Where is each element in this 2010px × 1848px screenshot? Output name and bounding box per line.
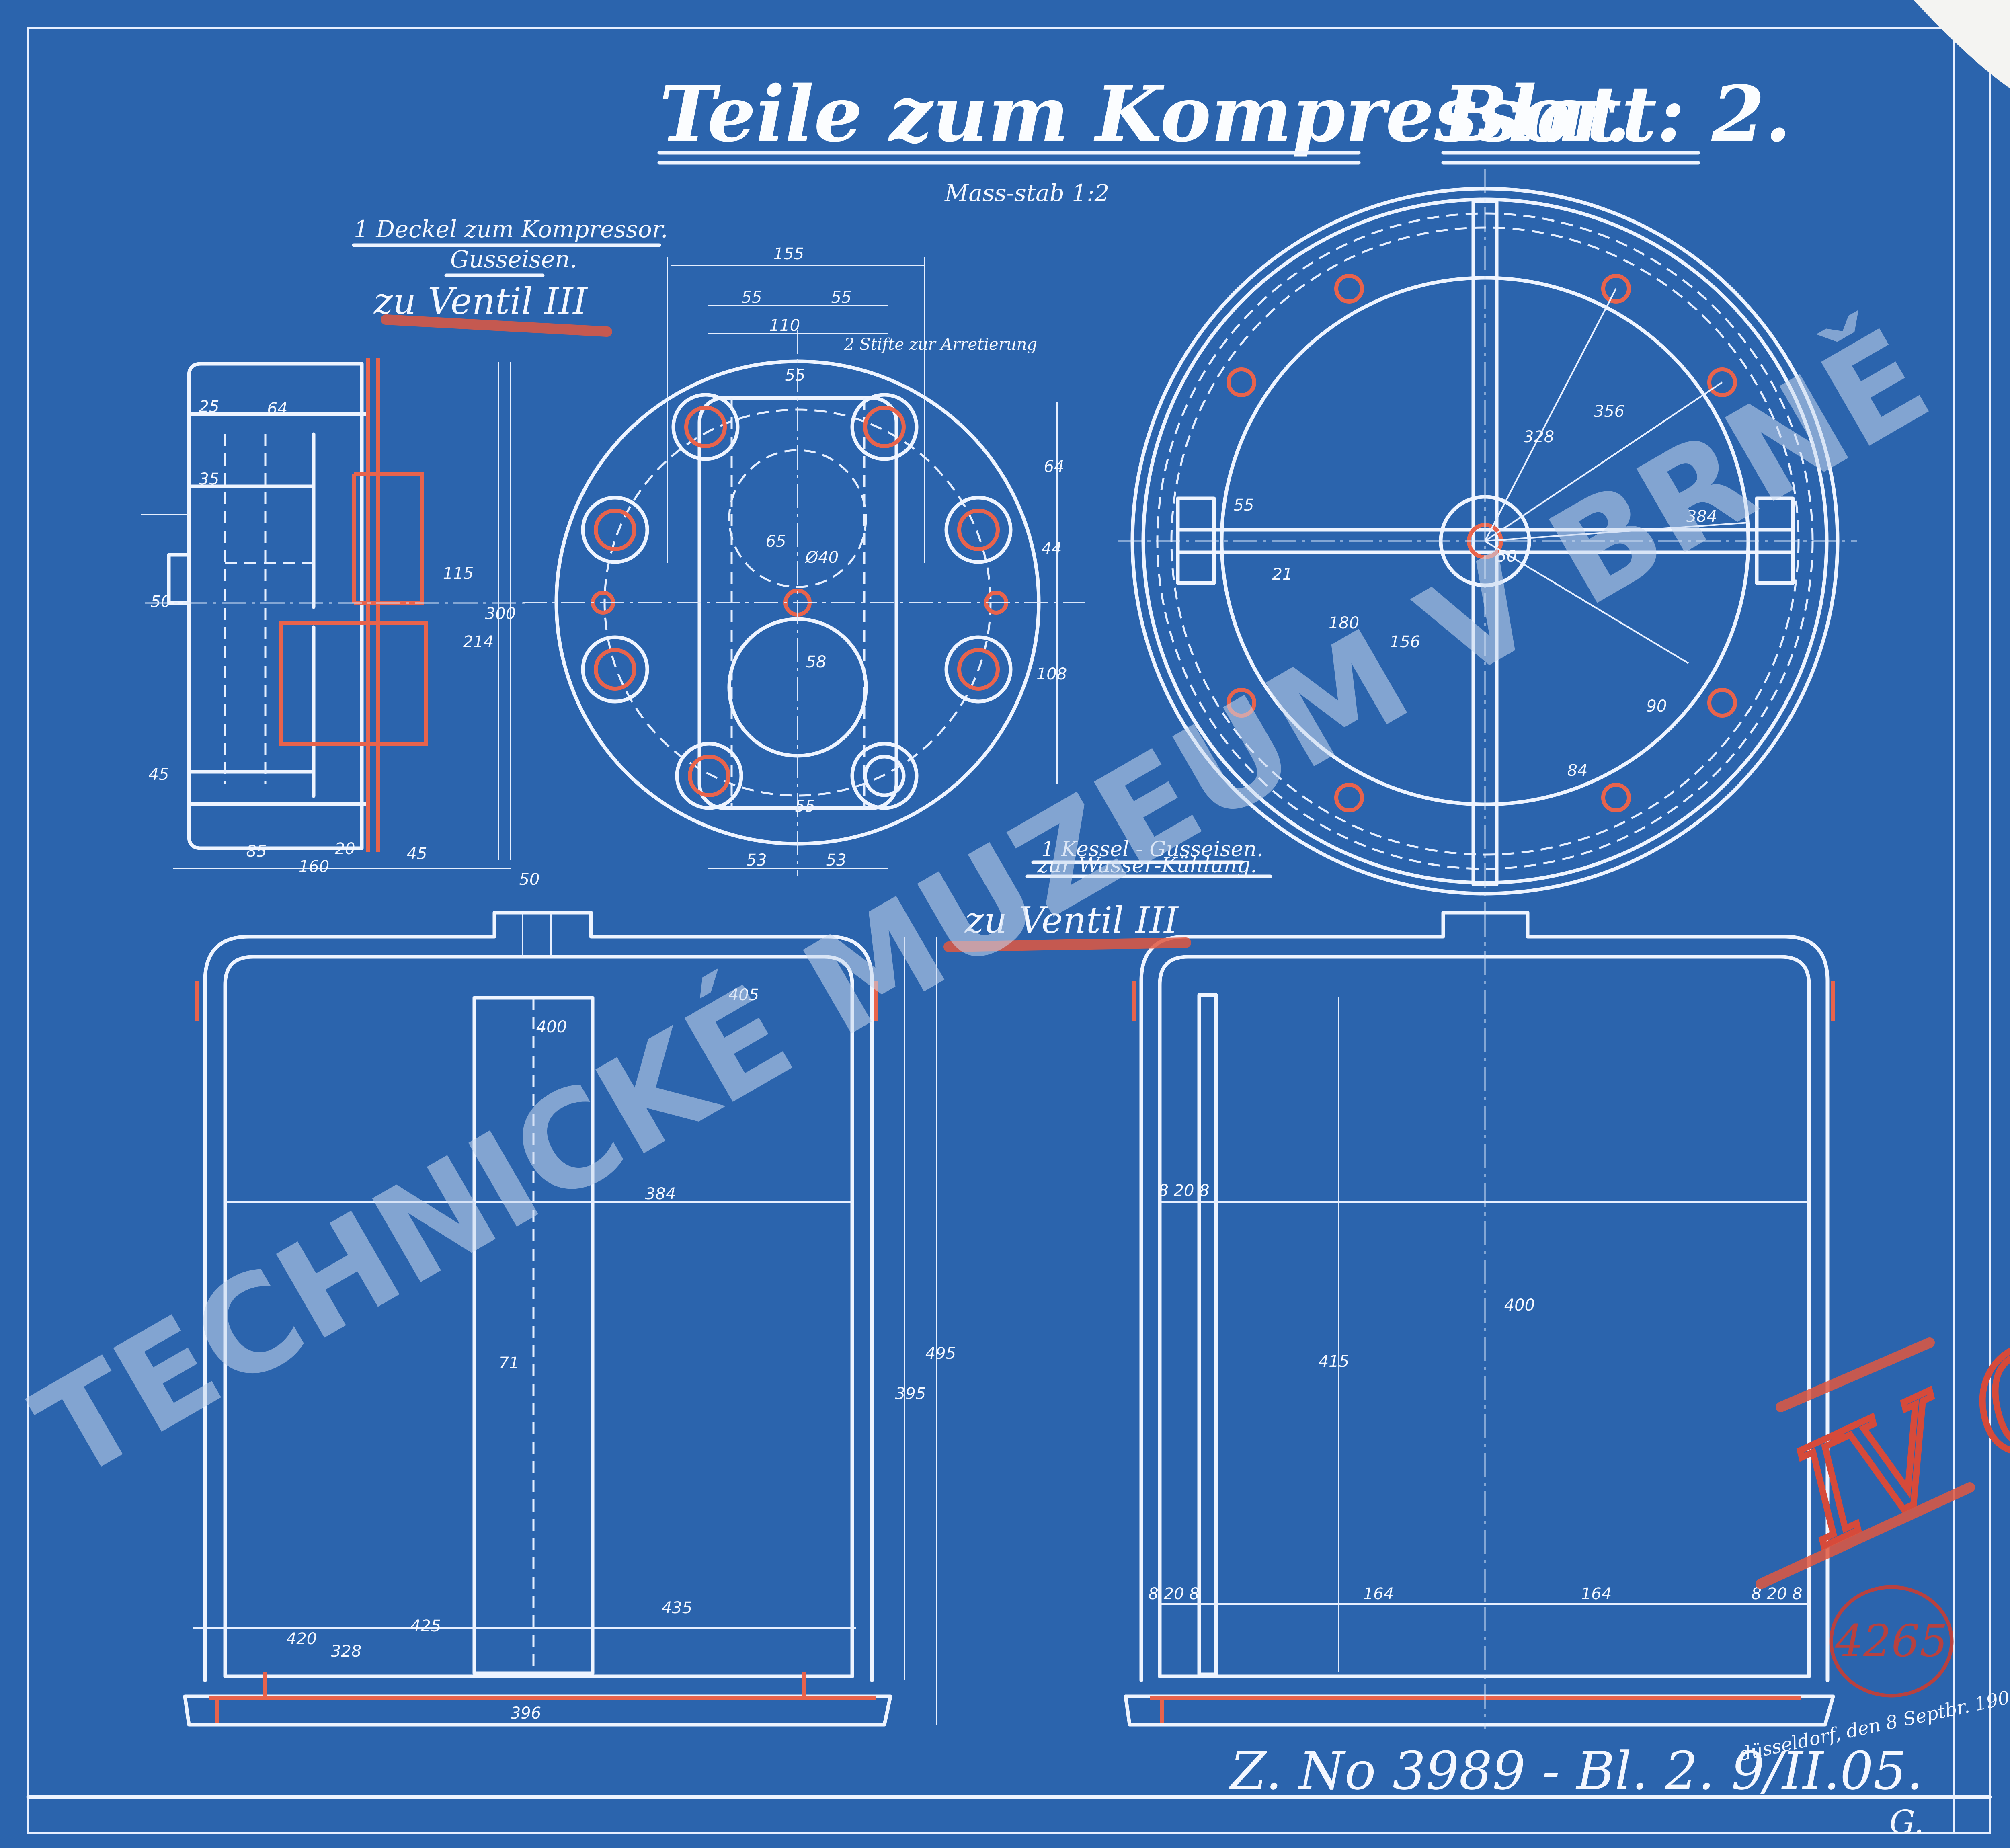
dimension-label: 155: [773, 245, 804, 263]
dimension-label: 50: [151, 593, 171, 611]
dimension-label: 160: [299, 857, 329, 876]
dimension-label: 45: [407, 845, 427, 863]
dimension-label: 45: [149, 765, 169, 784]
dimension-label: 384: [645, 1185, 676, 1203]
dimension-label: 110: [769, 316, 800, 335]
dimension-label: 53: [826, 851, 847, 870]
dimension-label: 50: [519, 870, 540, 889]
dimension-label: 415: [1319, 1352, 1349, 1371]
lid-name: 1 Deckel zum Kompressor.: [354, 215, 668, 243]
vessel-name: 1 Kessel - Gusseisen.: [1041, 837, 1263, 861]
dimension-label: 55: [795, 797, 816, 816]
dimension-label: 53: [747, 851, 767, 870]
dimension-label: 55: [831, 288, 852, 307]
initials: G.: [1889, 1803, 1924, 1841]
vessel-top-view: [1118, 169, 1857, 913]
dimension-label: 84: [1567, 761, 1588, 780]
dimension-label: 55: [742, 288, 762, 307]
vessel-purpose: zur Wasser-Kühlung.: [1037, 853, 1257, 878]
dimension-label: 108: [1036, 665, 1067, 683]
dimension-label: 44: [1042, 539, 1062, 558]
torn-corner: [1914, 0, 2010, 88]
dimension-label: 395: [895, 1384, 926, 1403]
outer-frame: [27, 27, 1991, 1834]
dimension-label: 328: [1524, 428, 1554, 446]
dimension-label: 356: [1594, 402, 1624, 421]
dimension-label: 8 20 8: [1148, 1585, 1199, 1603]
dimension-label: 400: [1504, 1296, 1535, 1315]
dimension-label: 115: [443, 564, 474, 583]
lid-bolt-holes: [581, 393, 1013, 810]
dimension-label: 58: [806, 653, 827, 671]
pins-note: 2 Stifte zur Arretierung: [844, 335, 1037, 354]
dimension-label: 435: [662, 1599, 692, 1617]
vessel-bolt-holes: [1227, 274, 1737, 812]
dimension-label: 405: [728, 986, 759, 1004]
dimension-label: 495: [925, 1344, 956, 1363]
vessel-note: zu Ventil III: [964, 899, 1179, 941]
drawing-number: Z. No 3989 - Bl. 2. 9/II.05.: [1229, 1740, 1923, 1801]
dimension-label: 328: [331, 1642, 361, 1661]
dimension-label: 25: [199, 398, 219, 416]
vessel-section-left: [183, 911, 937, 1727]
dimension-label: 20: [335, 840, 355, 858]
lid-material: Gusseisen.: [450, 246, 577, 273]
dimension-label: 384: [1686, 507, 1717, 526]
dimension-label: 214: [463, 633, 494, 651]
lid-side-view: [141, 358, 531, 869]
dimension-label: 420: [286, 1630, 317, 1648]
dimension-label: 65: [766, 532, 786, 551]
dimension-label: 425: [410, 1617, 441, 1635]
dimension-label: 164: [1363, 1585, 1394, 1603]
dimension-label: 164: [1581, 1585, 1612, 1603]
sheet-number: Blatt: 2.: [1441, 69, 1791, 159]
inventory-stamp: 4265: [1829, 1585, 1954, 1698]
dimension-label: 71: [499, 1354, 519, 1372]
dimension-label: 55: [1234, 496, 1254, 515]
dimension-label: 64: [1044, 457, 1064, 476]
dimension-label: 8 20 8: [1158, 1181, 1209, 1200]
dimension-label: 50: [1497, 547, 1517, 566]
lid-note: zu Ventil III: [373, 280, 588, 322]
dimension-label: 35: [199, 470, 219, 488]
vessel-labels: 1 Kessel - Gusseisen. zur Wasser-Kühlung…: [943, 837, 1272, 952]
lid-front-view: [523, 257, 1085, 876]
dimension-label: 64: [267, 400, 288, 418]
dimension-label: 156: [1390, 633, 1420, 651]
sheet-title: Teile zum Kompressor.: [659, 69, 1631, 159]
dimension-label: 21: [1272, 565, 1293, 584]
title-block: Teile zum Kompressor. Blatt: 2. Mass-sta…: [657, 69, 1791, 207]
dimension-label: 55: [785, 366, 806, 385]
dimension-label: 180: [1329, 614, 1359, 632]
scale-label: Mass-stab 1:2: [944, 179, 1110, 207]
dimension-label: 85: [246, 842, 267, 861]
lid-labels: 1 Deckel zum Kompressor. Gusseisen. zu V…: [352, 215, 1037, 354]
vessel-section-right: [1124, 911, 1835, 1729]
stamp-number: 4265: [1835, 1615, 1948, 1667]
dimension-label: 90: [1647, 697, 1667, 716]
dimension-label: 396: [511, 1704, 541, 1723]
dimension-label: Ø40: [805, 548, 839, 567]
dimension-label: 300: [485, 605, 516, 623]
dimension-label: 400: [536, 1018, 567, 1036]
